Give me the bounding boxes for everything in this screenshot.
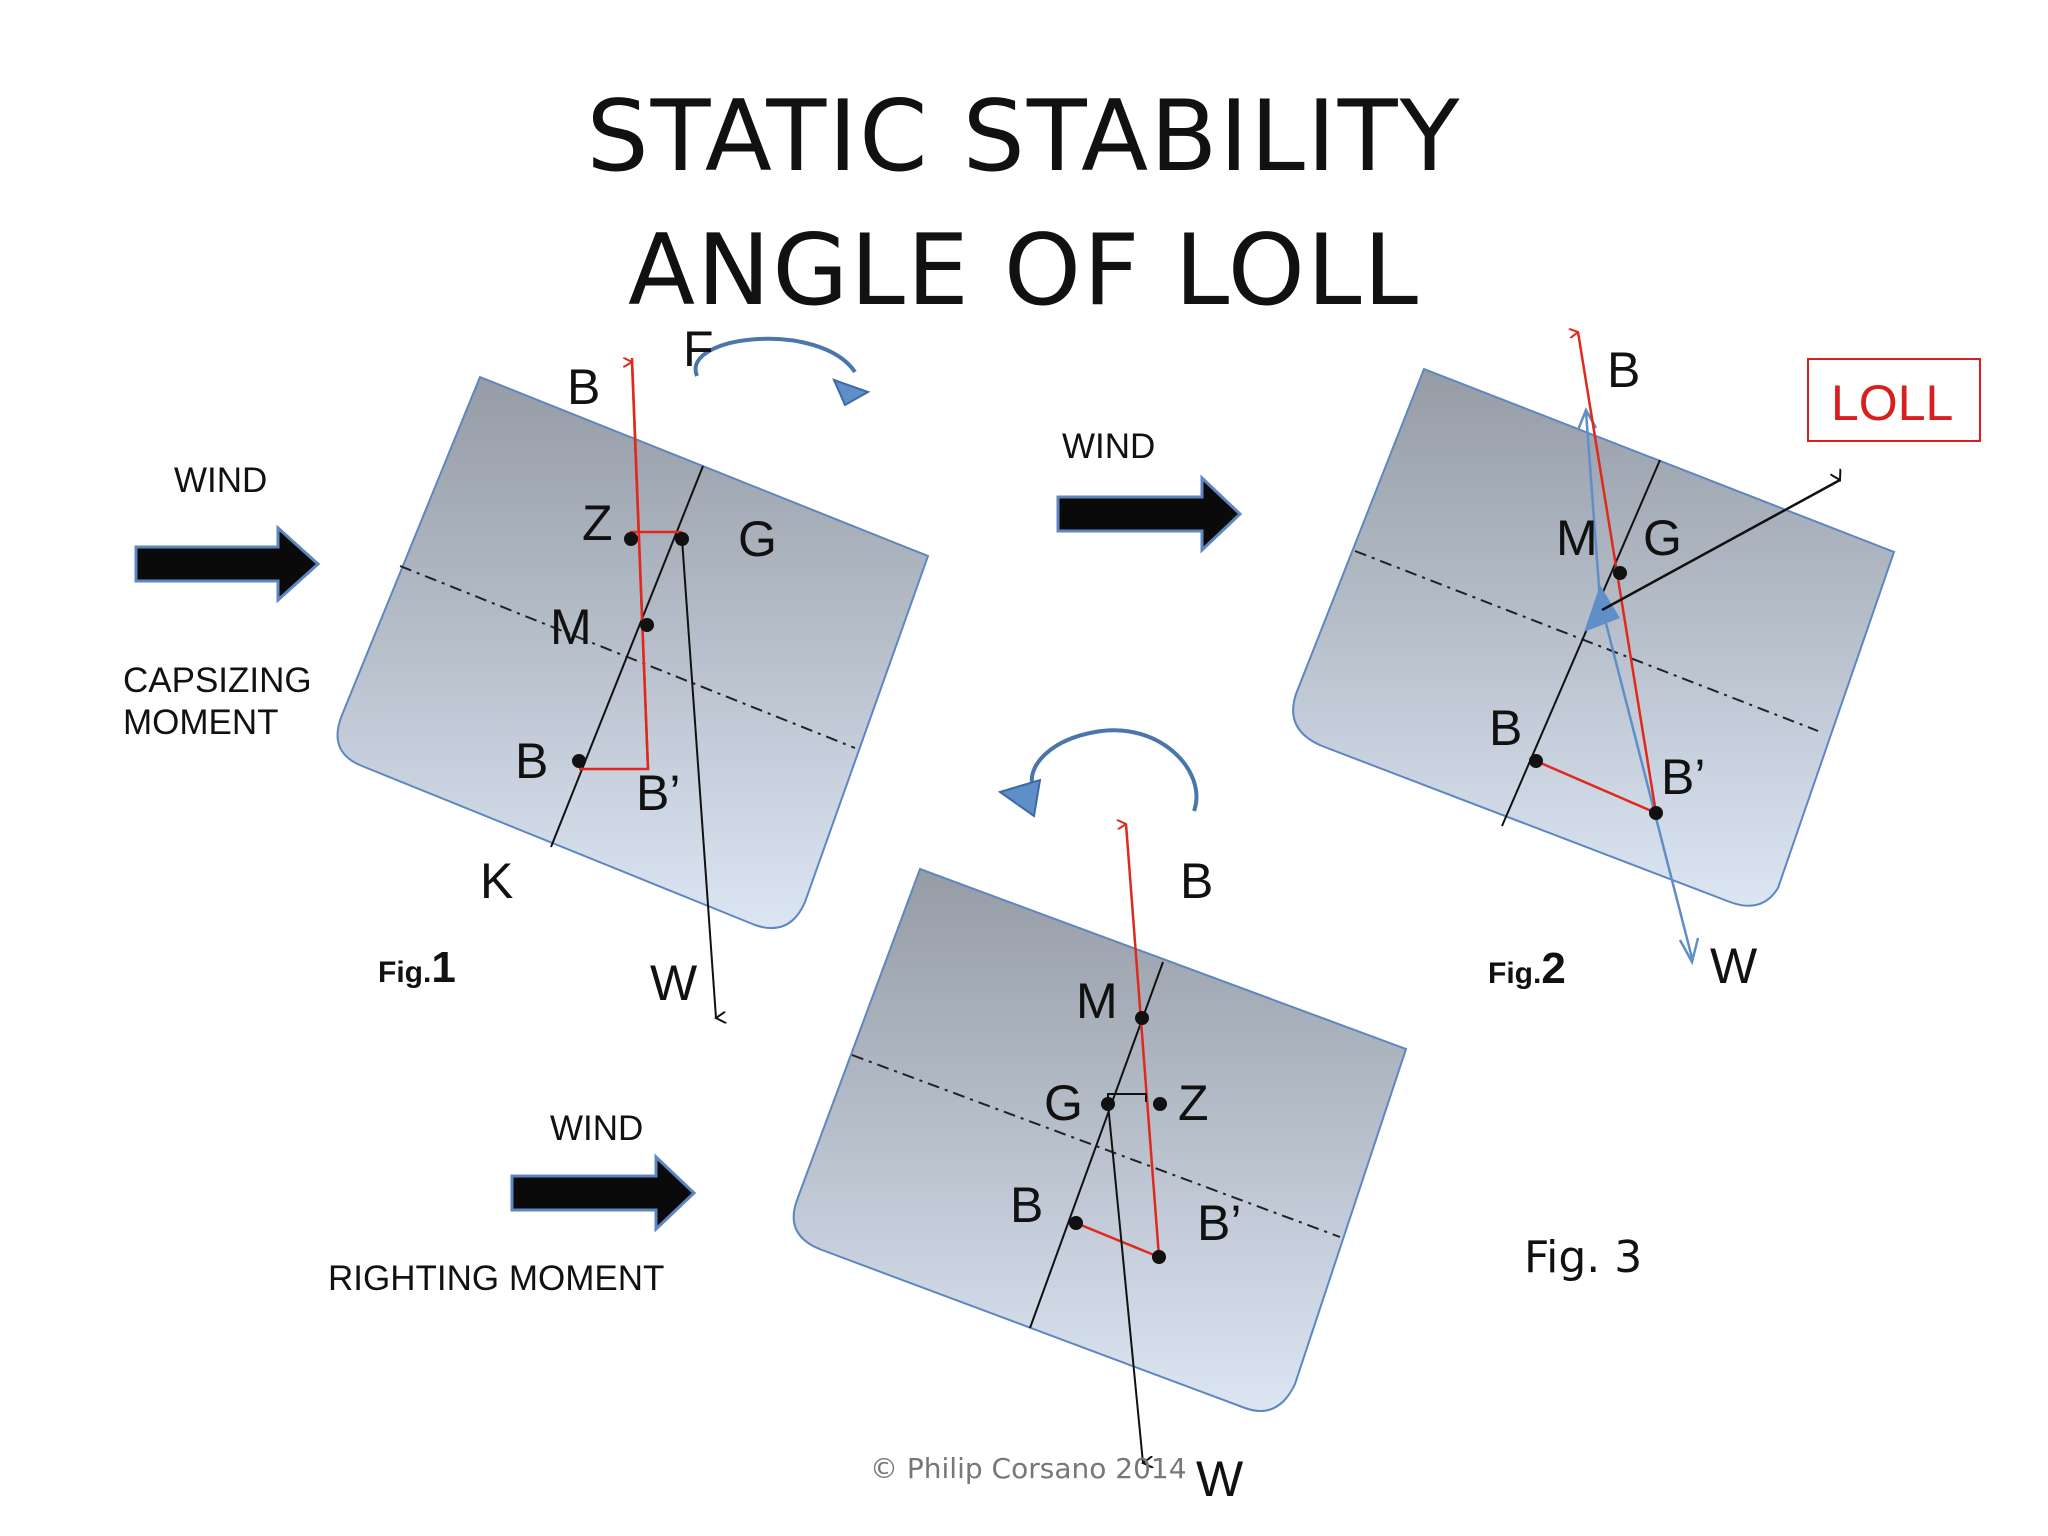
fig3-point-z <box>1153 1097 1167 1111</box>
fig1-wind-label: WIND <box>174 461 267 500</box>
fig2-loll-label: LOLL <box>1831 375 1953 431</box>
fig2-hull <box>1292 367 1896 907</box>
fig2-caption-number: 2 <box>1541 944 1565 993</box>
fig3-point-b-prime <box>1152 1250 1166 1264</box>
fig1-caption-prefix: Fig. <box>378 956 431 989</box>
fig1-label-m: M <box>550 599 592 655</box>
fig1-caption-number: 1 <box>431 943 455 992</box>
fig1-label-g: G <box>738 511 777 567</box>
fig2: LOLL B M G B B’ W WIND Fig.2 <box>1056 332 1981 994</box>
fig2-label-b: B <box>1489 700 1522 756</box>
fig2-blue-arrow-up <box>1584 411 1602 601</box>
fig1-label-b: B <box>515 733 548 789</box>
fig3-label-b-prime: B’ <box>1197 1195 1241 1251</box>
fig1-moment-line-2: MOMENT <box>123 703 279 742</box>
fig2-point-b-prime <box>1649 806 1663 820</box>
fig2-g-triangle <box>1584 585 1620 632</box>
fig2-centerline <box>1501 459 1661 827</box>
fig2-bb-line <box>1535 759 1657 815</box>
fig3: B M G Z B B’ W WIND RIGHTING MOMENT Fig.… <box>328 728 1642 1507</box>
fig2-caption: Fig.2 <box>1488 944 1566 993</box>
fig2-caption-prefix: Fig. <box>1488 957 1541 990</box>
fig1-label-w: W <box>650 955 698 1011</box>
fig3-label-g: G <box>1044 1075 1083 1131</box>
title-line-2: ANGLE OF LOLL <box>627 214 1421 328</box>
fig3-bb-line <box>1075 1221 1160 1259</box>
fig1-centerline <box>550 465 704 848</box>
fig1-label-b-prime: B’ <box>636 765 680 821</box>
fig3-caption: Fig. 3 <box>1524 1232 1642 1283</box>
fig3-wind-arrow <box>510 1153 697 1233</box>
fig3-point-g <box>1101 1097 1115 1111</box>
fig1: F B Z G M B B’ K W WIND CAPSIZING MOMENT… <box>123 321 930 1018</box>
fig2-weight-arrow <box>1598 599 1694 959</box>
fig1-label-b-top: B <box>567 359 600 415</box>
fig3-point-b <box>1069 1216 1083 1230</box>
fig2-waterline <box>1354 550 1819 732</box>
fig3-moment-label: RIGHTING MOMENT <box>328 1259 664 1298</box>
fig1-buoyancy-arrow <box>632 362 650 770</box>
fig1-point-m <box>640 618 654 632</box>
fig1-moment-line-1: CAPSIZING <box>123 661 312 700</box>
fig2-loll-box <box>1807 358 1981 442</box>
fig3-label-z: Z <box>1178 1075 1209 1131</box>
fig2-label-g: G <box>1643 510 1682 566</box>
fig3-weight-arrow <box>1107 1103 1143 1463</box>
title-line-1: STATIC STABILITY <box>586 80 1462 194</box>
fig3-buoyancy-arrow <box>1126 824 1161 1258</box>
fig2-w-arrowhead <box>1678 937 1700 966</box>
fig1-label-f: F <box>683 321 714 377</box>
fig3-label-b-top: B <box>1180 853 1213 909</box>
copyright: © Philip Corsano 2014 <box>870 1452 1187 1485</box>
fig1-caption: Fig.1 <box>378 943 456 992</box>
fig2-label-b-prime: B’ <box>1661 749 1705 805</box>
fig2-label-w: W <box>1710 938 1758 994</box>
fig1-point-b <box>572 754 586 768</box>
fig1-rotation-arrowhead <box>832 378 871 407</box>
fig1-point-z <box>624 532 638 546</box>
fig3-label-b: B <box>1010 1177 1043 1233</box>
fig3-point-m <box>1135 1011 1149 1025</box>
fig3-label-w: W <box>1196 1451 1244 1507</box>
fig1-rotation-arrow <box>693 336 857 377</box>
fig3-rotation-arrowhead <box>997 778 1042 818</box>
fig1-label-z: Z <box>582 495 613 551</box>
fig1-hull <box>336 375 930 930</box>
fig2-wind-arrow <box>1056 474 1243 554</box>
fig1-label-k: K <box>480 853 513 909</box>
fig3-waterline <box>851 1054 1341 1238</box>
fig2-label-b-top: B <box>1607 342 1640 398</box>
fig3-label-m: M <box>1076 973 1118 1029</box>
fig3-wind-label: WIND <box>550 1109 643 1148</box>
fig2-label-m: M <box>1556 510 1598 566</box>
fig1-point-g <box>675 532 689 546</box>
fig2-wind-label: WIND <box>1062 427 1155 466</box>
fig2-moment-arm <box>1601 480 1840 612</box>
fig1-wind-arrow <box>134 524 321 604</box>
fig1-weight-arrow <box>681 538 716 1018</box>
fig3-hull <box>792 867 1408 1412</box>
fig2-point-b <box>1529 754 1543 768</box>
fig3-rotation-arrow <box>1029 728 1199 812</box>
fig2-point-m <box>1613 566 1627 580</box>
